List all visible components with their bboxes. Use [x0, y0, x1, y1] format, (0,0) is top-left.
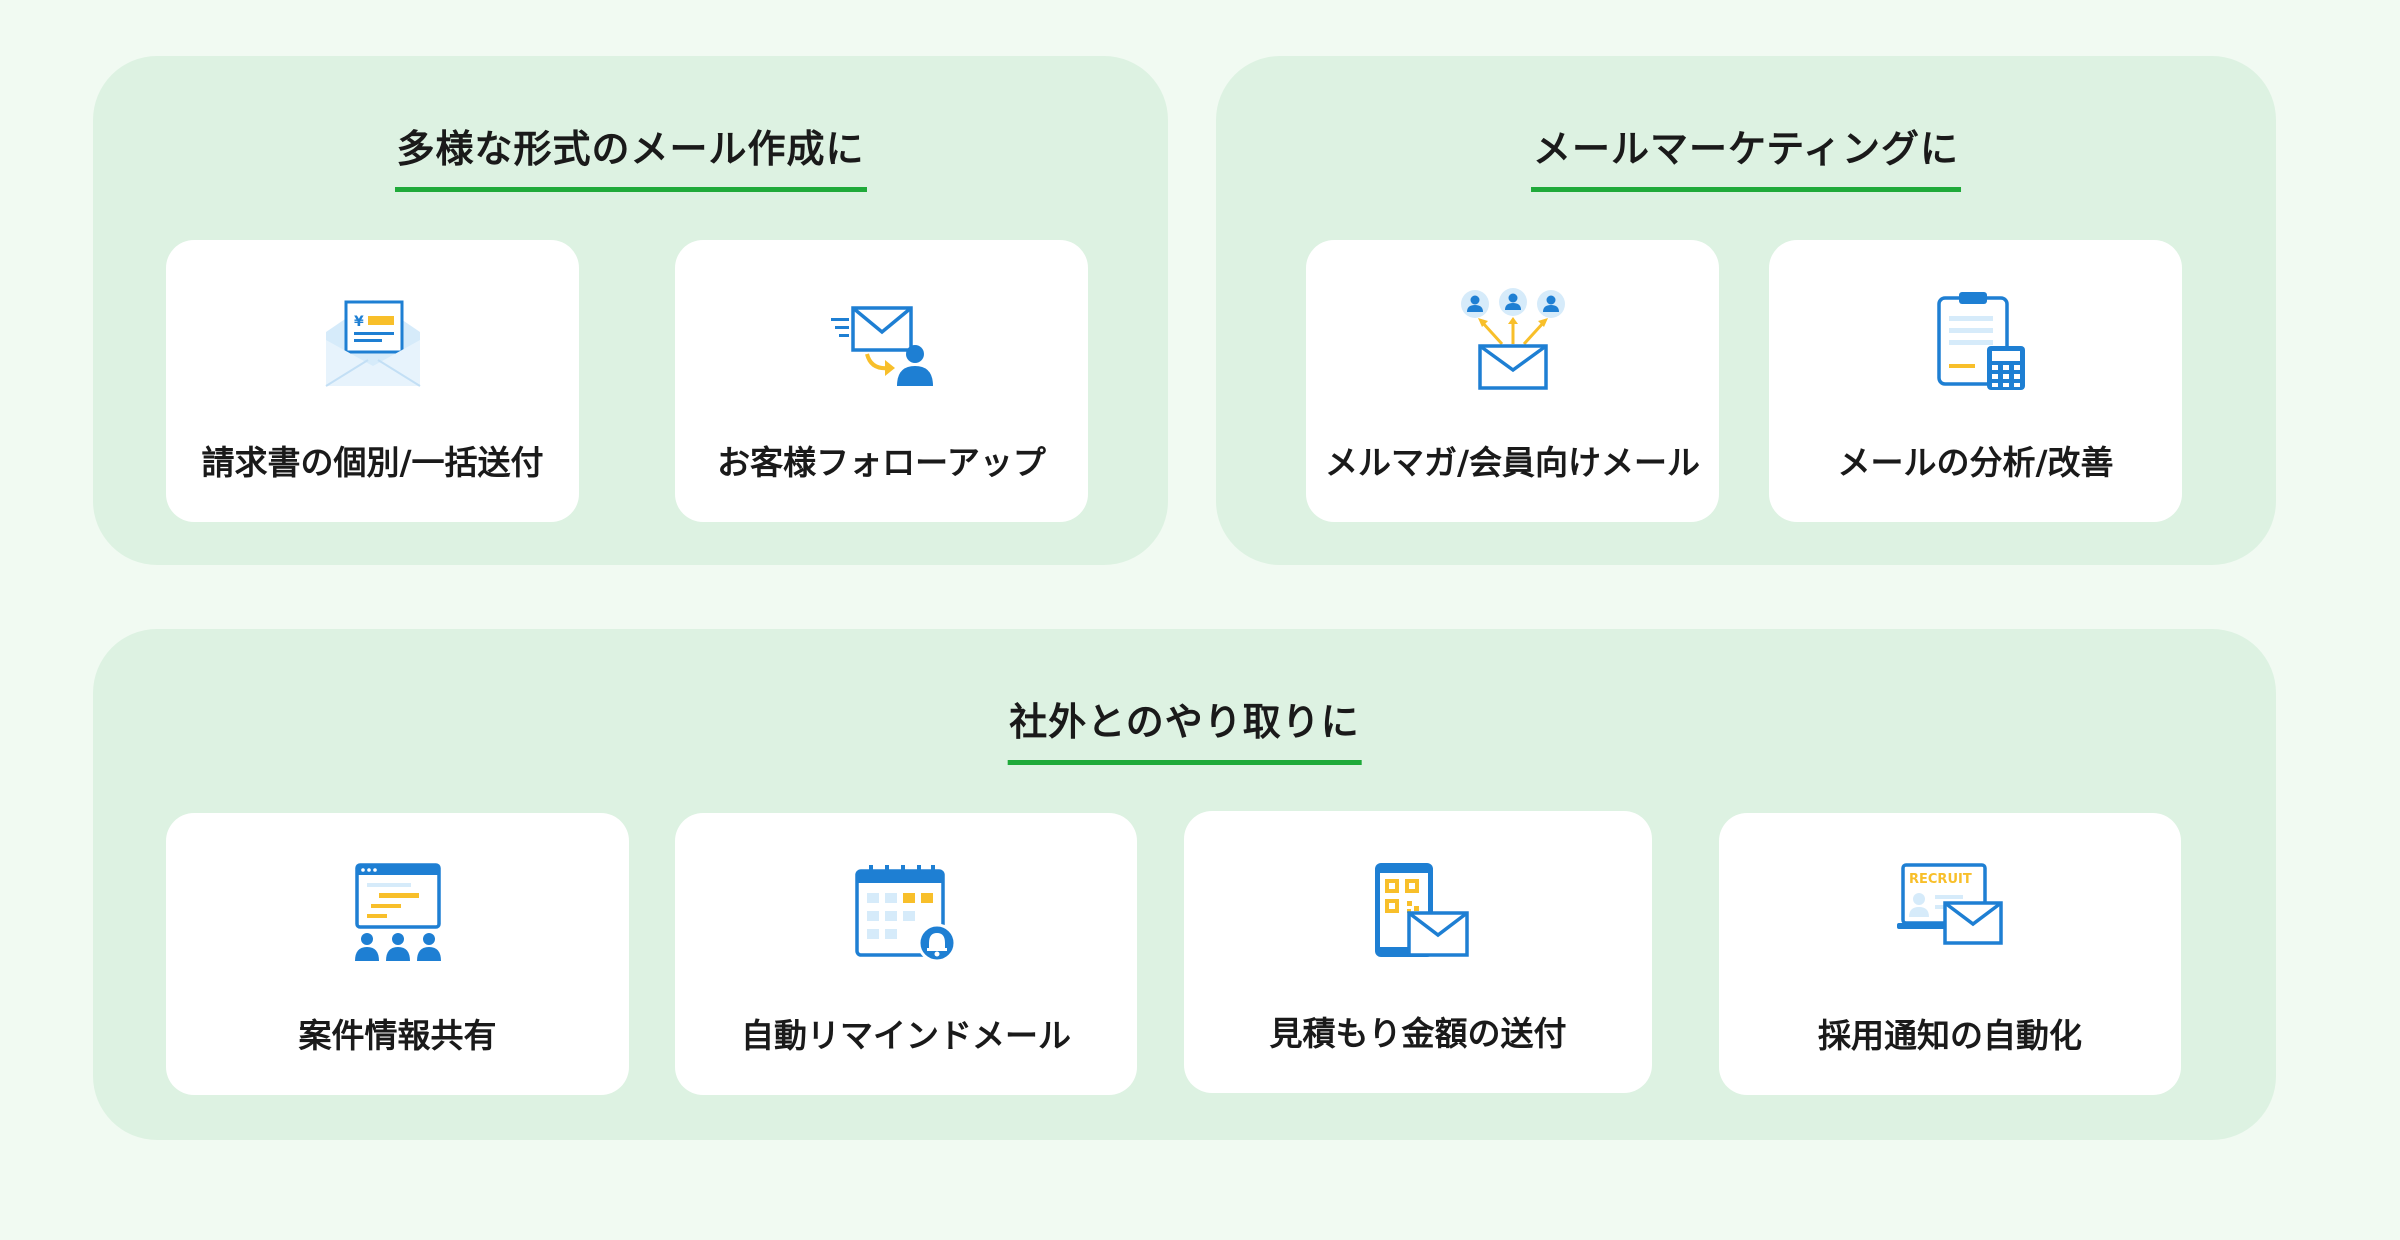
card-recruit-notice[interactable]: RECRUIT 採用通知の自動化: [1719, 813, 2181, 1095]
card-customer-followup[interactable]: お客様フォローアップ: [675, 240, 1088, 522]
card-mail-analysis[interactable]: メールの分析/改善: [1769, 240, 2182, 522]
card-label: 自動リマインドメール: [741, 1016, 1071, 1055]
card-label: 請求書の個別/一括送付: [201, 443, 544, 482]
card-newsletter[interactable]: メルマガ/会員向けメール: [1306, 240, 1719, 522]
card-label: 見積もり金額の送付: [1269, 1014, 1567, 1053]
invoice-envelope-icon: ¥: [318, 288, 428, 392]
section-mail-creation: 多様な形式のメール作成に ¥ 請求書の個別/一括送付: [93, 56, 1168, 565]
section-mail-marketing: メールマーケティングに: [1216, 56, 2276, 565]
card-invoice-sending[interactable]: ¥ 請求書の個別/一括送付: [166, 240, 579, 522]
recruit-laptop-mail-icon: RECRUIT: [1895, 861, 2005, 965]
card-label: メールの分析/改善: [1837, 443, 2114, 482]
svg-text:RECRUIT: RECRUIT: [1909, 872, 1972, 887]
section-title: 多様な形式のメール作成に: [394, 118, 867, 192]
card-label: 案件情報共有: [298, 1016, 497, 1055]
card-auto-reminder[interactable]: 自動リマインドメール: [675, 813, 1137, 1095]
svg-text:¥: ¥: [354, 314, 364, 330]
calendar-reminder-icon: [851, 861, 961, 965]
project-sharing-icon: [343, 861, 453, 965]
mail-to-customer-icon: [827, 288, 937, 392]
newsletter-broadcast-icon: [1458, 288, 1568, 392]
card-quote-sending[interactable]: 見積もり金額の送付: [1184, 811, 1652, 1093]
card-label: メルマガ/会員向けメール: [1324, 443, 1701, 482]
phone-qr-mail-icon: [1363, 859, 1473, 963]
card-project-sharing[interactable]: 案件情報共有: [166, 813, 629, 1095]
section-title: メールマーケティングに: [1531, 118, 1961, 192]
section-external-communication: 社外とのやり取りに 案件情報共: [93, 629, 2276, 1140]
section-title: 社外とのやり取りに: [1007, 691, 1362, 765]
card-label: 採用通知の自動化: [1818, 1016, 2082, 1055]
card-label: お客様フォローアップ: [717, 443, 1046, 482]
clipboard-calculator-icon: [1921, 288, 2031, 392]
